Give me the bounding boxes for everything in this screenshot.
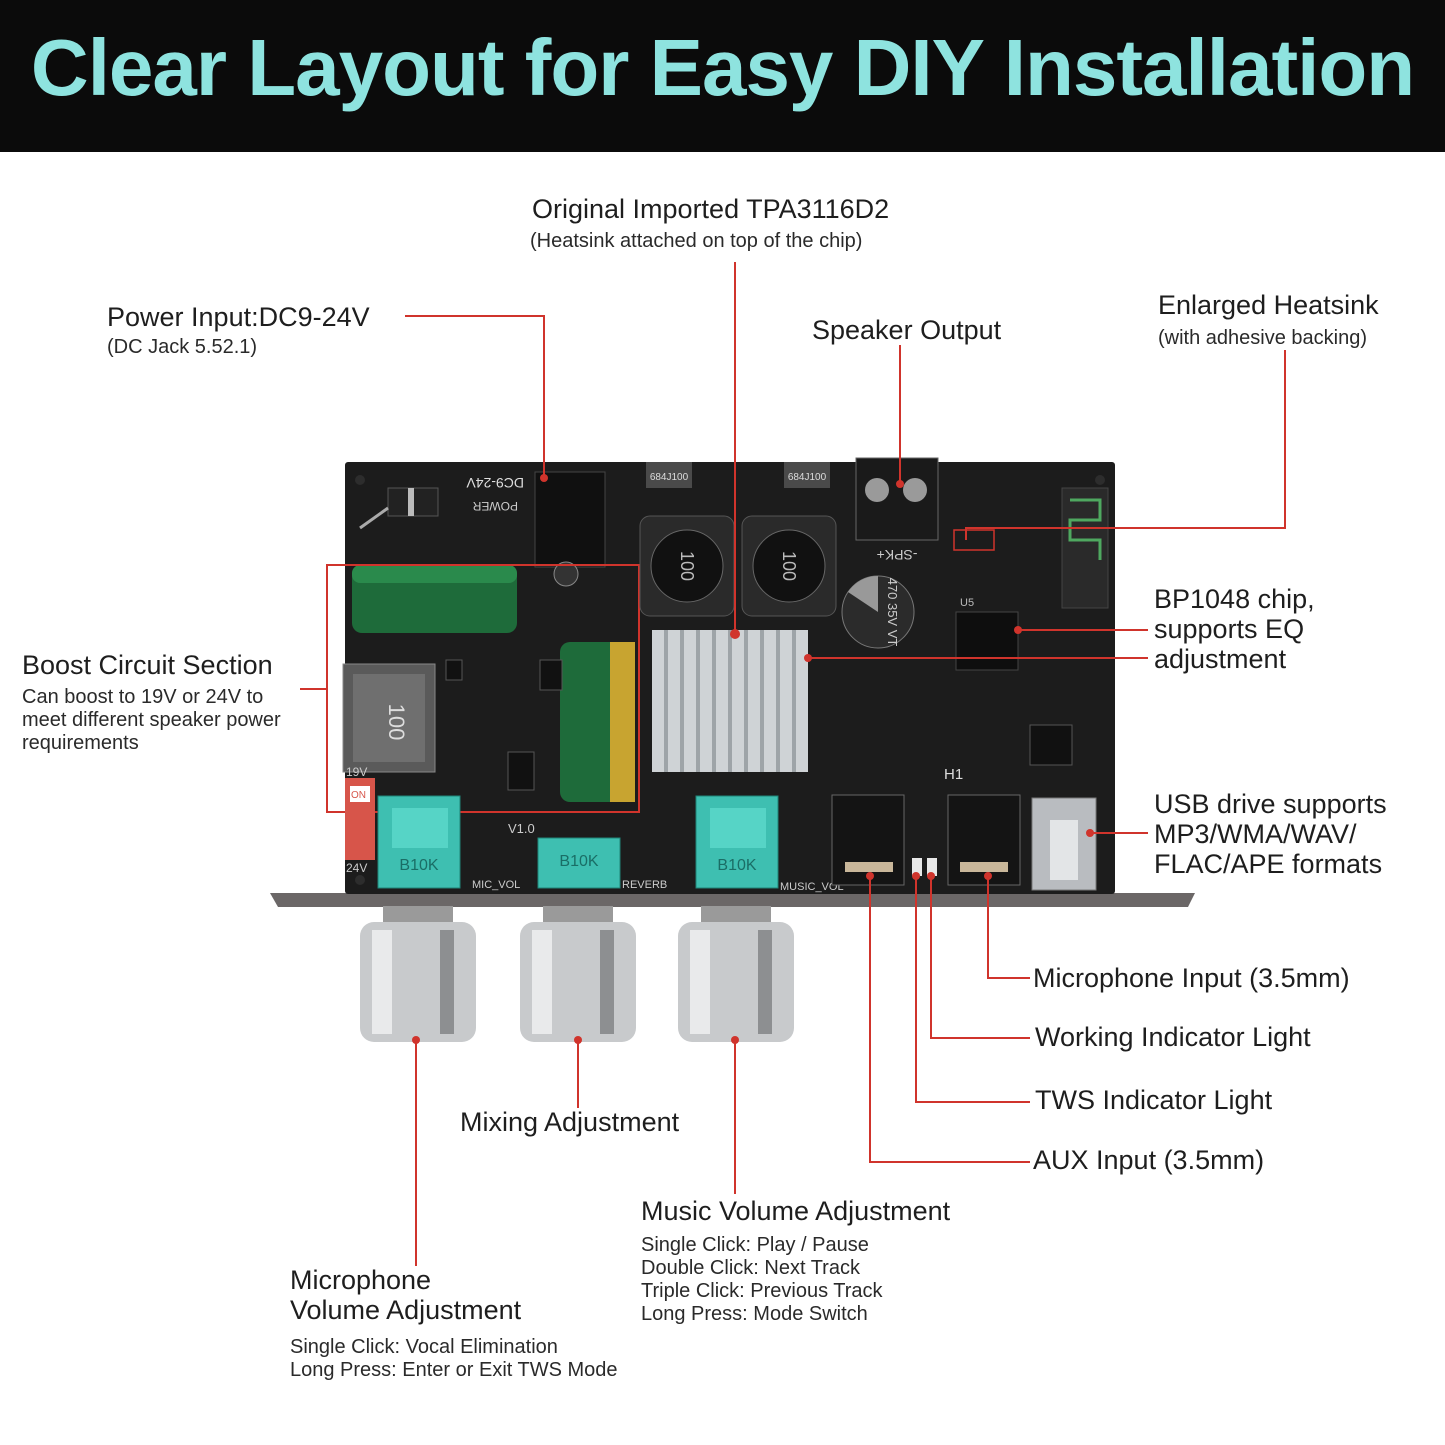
svg-text:DC9-24V: DC9-24V: [466, 475, 524, 491]
mixing-label: Mixing Adjustment: [460, 1107, 680, 1137]
mic-vol-label-1: Microphone: [290, 1265, 432, 1295]
bp1048-label-3: adjustment: [1154, 644, 1287, 674]
heatsink-sublabel: (with adhesive backing): [1158, 327, 1367, 349]
potentiometer-mic: B10K: [377, 795, 461, 889]
music-vol-desc-3: Triple Click: Previous Track: [641, 1280, 883, 1302]
boost-label: Boost Circuit Section: [22, 650, 273, 680]
electrolytic-capacitor-2: [560, 642, 635, 802]
boost-desc-3: requirements: [22, 732, 139, 754]
front-panel: [270, 893, 1195, 907]
mic-vol-desc-1: Single Click: Vocal Elimination: [290, 1336, 558, 1358]
svg-text:100: 100: [779, 551, 799, 581]
svg-text:V1.0: V1.0: [508, 821, 535, 836]
usb-label-3: FLAC/APE formats: [1154, 849, 1383, 879]
diode: [359, 487, 439, 530]
bp1048-chip: U5: [955, 597, 1019, 671]
boost-desc-1: Can boost to 19V or 24V to: [22, 686, 264, 708]
working-led: [927, 858, 937, 876]
music-vol-desc-1: Single Click: Play / Pause: [641, 1234, 869, 1256]
usb-label-1: USB drive supports: [1154, 789, 1387, 819]
chip-label: Original Imported TPA3116D2: [532, 194, 890, 224]
aux-label: AUX Input (3.5mm): [1033, 1145, 1265, 1175]
tws-light-label: TWS Indicator Light: [1035, 1085, 1273, 1115]
svg-text:U5: U5: [960, 597, 974, 609]
power-inductor-1: 100: [639, 515, 735, 617]
knob-reverb: [520, 906, 636, 1042]
svg-text:B10K: B10K: [717, 857, 756, 874]
bp1048-label-1: BP1048 chip,: [1154, 584, 1315, 614]
svg-text:684J100: 684J100: [788, 472, 827, 483]
capacitor-470uf: 470 35V VT: [841, 575, 915, 649]
leader-lines: [300, 262, 1286, 1266]
mic-vol-desc-2: Long Press: Enter or Exit TWS Mode: [290, 1359, 618, 1381]
boost-inductor: 100: [342, 663, 436, 773]
music-vol-label: Music Volume Adjustment: [641, 1196, 951, 1226]
electrolytic-capacitor-1: [352, 565, 517, 633]
power-inductor-2: 100: [741, 515, 837, 617]
music-vol-desc-2: Double Click: Next Track: [641, 1257, 860, 1279]
heatsink-target-outline: [953, 529, 995, 551]
smd-inductor-small-1: 684J100: [646, 462, 692, 488]
usb-port: [1031, 797, 1097, 891]
svg-text:H1: H1: [944, 766, 963, 783]
svg-text:100: 100: [384, 704, 409, 741]
knob-music: [678, 906, 794, 1042]
potentiometer-reverb: B10K: [537, 837, 621, 889]
dc-jack: [534, 471, 606, 587]
svg-text:MUSIC_VOL: MUSIC_VOL: [780, 881, 844, 893]
aux-jack: [831, 794, 905, 886]
tws-led: [912, 858, 922, 876]
mic-input-label: Microphone Input (3.5mm): [1033, 963, 1350, 993]
dip-switch: 19V 24V ON: [345, 765, 375, 875]
mic-vol-label-2: Volume Adjustment: [290, 1295, 522, 1325]
working-light-label: Working Indicator Light: [1035, 1022, 1311, 1052]
svg-text:B10K: B10K: [559, 853, 598, 870]
chip-sublabel: (Heatsink attached on top of the chip): [530, 230, 863, 252]
boost-desc-2: meet different speaker power: [22, 709, 281, 731]
potentiometer-music: B10K: [695, 795, 779, 889]
svg-text:MIC_VOL: MIC_VOL: [472, 879, 520, 891]
svg-text:19V: 19V: [346, 765, 367, 779]
power-sublabel: (DC Jack 5.52.1): [107, 336, 258, 358]
svg-text:ON: ON: [351, 790, 366, 801]
page-title: Clear Layout for Easy DIY Installation: [30, 23, 1415, 112]
knob-mic: [360, 906, 476, 1042]
svg-text:470 35V VT: 470 35V VT: [885, 578, 900, 647]
speaker-terminal: -SPK+: [855, 457, 939, 563]
mic-jack: [947, 794, 1021, 886]
svg-text:24V: 24V: [346, 861, 367, 875]
power-label: Power Input:DC9-24V: [107, 302, 370, 332]
title-banner: Clear Layout for Easy DIY Installation: [0, 0, 1445, 152]
svg-text:POWER: POWER: [472, 499, 518, 513]
svg-text:100: 100: [677, 551, 697, 581]
heatsink: [652, 630, 808, 772]
svg-text:B10K: B10K: [399, 857, 438, 874]
music-vol-desc-4: Long Press: Mode Switch: [641, 1303, 868, 1325]
svg-text:684J100: 684J100: [650, 472, 689, 483]
leader-dots: [412, 474, 1094, 1044]
svg-text:REVERB: REVERB: [622, 879, 667, 891]
svg-text:-SPK+: -SPK+: [877, 547, 918, 563]
speaker-label: Speaker Output: [812, 315, 1002, 345]
heatsink-label: Enlarged Heatsink: [1158, 290, 1379, 320]
bp1048-label-2: supports EQ: [1154, 614, 1305, 644]
usb-label-2: MP3/WMA/WAV/: [1154, 819, 1357, 849]
smd-inductor-small-2: 684J100: [784, 462, 830, 488]
